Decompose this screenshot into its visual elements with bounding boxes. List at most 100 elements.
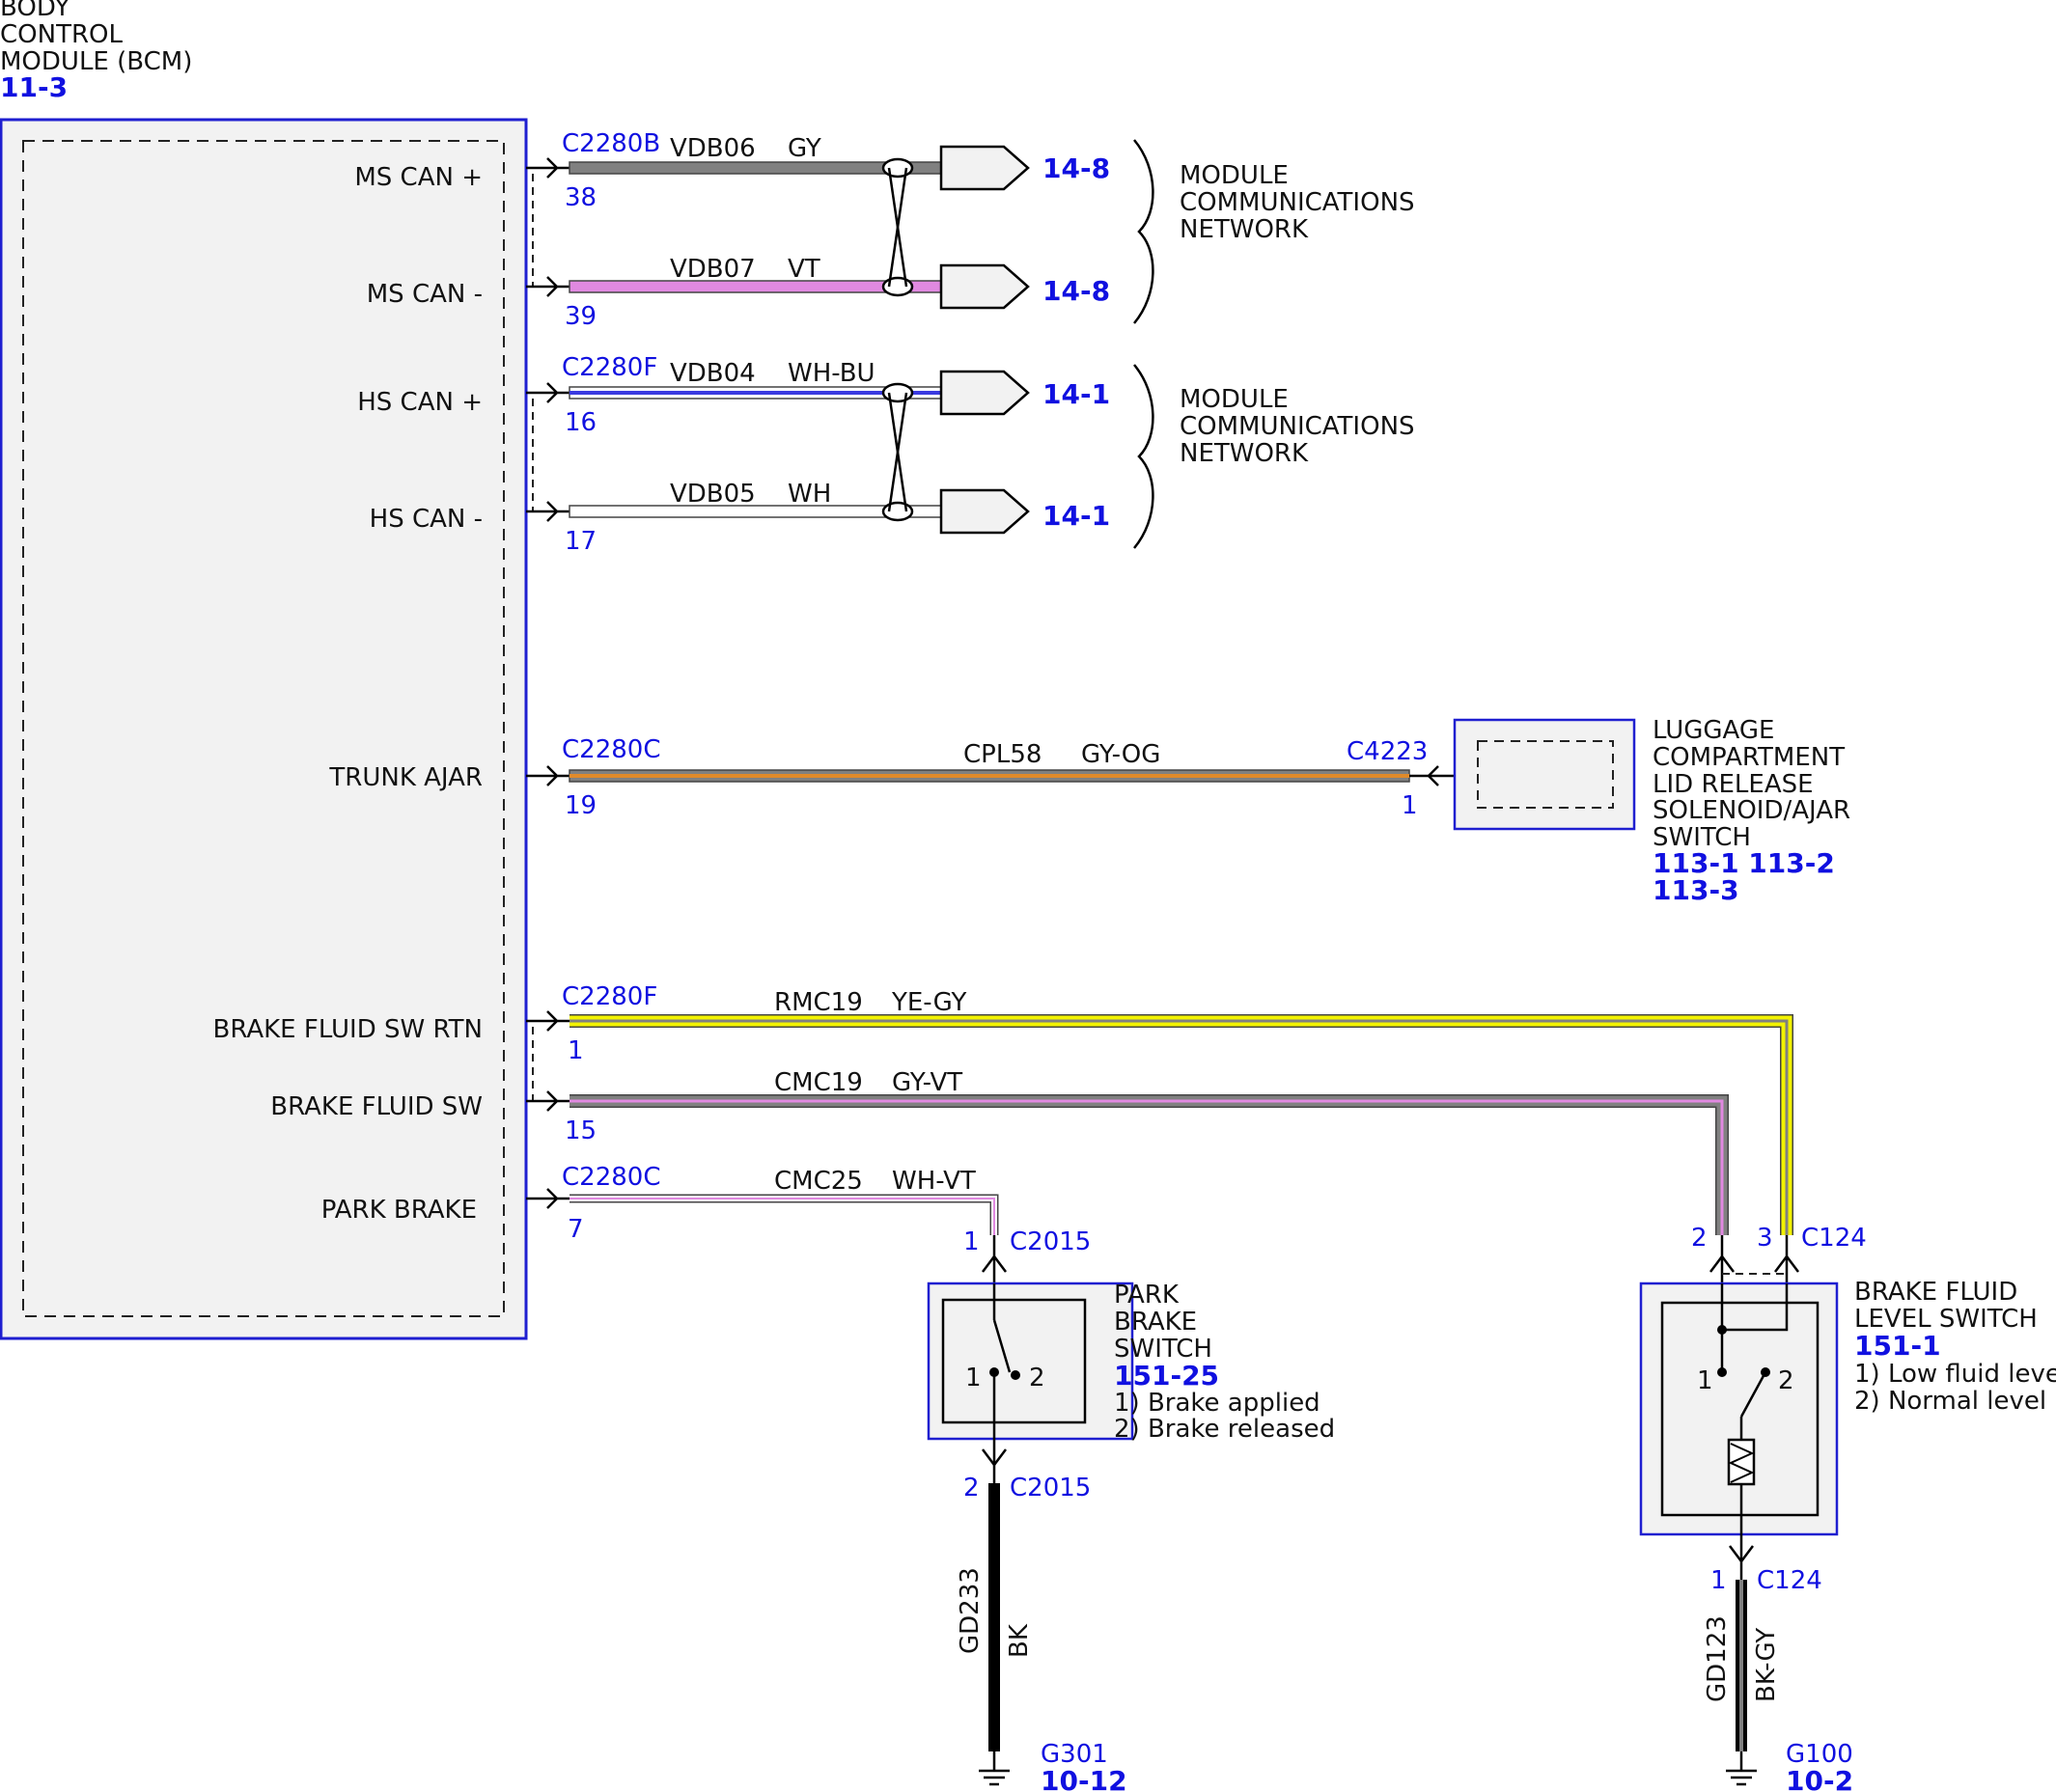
luggage-label-line-2: COMPARTMENT	[1653, 743, 1845, 772]
brake-switch-pos-2: 2	[1778, 1366, 1794, 1395]
network-brace-hs: MODULE COMMUNICATIONS NETWORK	[1133, 364, 1415, 549]
connector-c2280f-can: C2280F	[562, 353, 657, 382]
ref-14-8-bottom[interactable]: 14-8	[1042, 275, 1110, 307]
pin-number-39: 39	[565, 302, 597, 331]
wire-ms-can-plus: C2280B VDB06 GY 38	[562, 129, 942, 212]
wire-color-vt: VT	[788, 255, 820, 284]
connector-c2280b: C2280B	[562, 129, 660, 158]
pin-label-trunk-ajar: TRUNK AJAR	[328, 763, 483, 792]
pin-number-38: 38	[565, 183, 597, 212]
pin-stub-19	[526, 765, 570, 786]
circuit-rmc19: RMC19	[774, 988, 863, 1017]
circuit-cmc19: CMC19	[774, 1068, 863, 1097]
connector-c124-top: C124	[1801, 1224, 1867, 1253]
wire-ms-can-minus: VDB07 VT 39	[565, 255, 942, 331]
bcm-title-line-1: BODY	[0, 0, 69, 22]
network-label-hs-line-2: COMMUNICATIONS	[1180, 412, 1415, 441]
pin-label-ms-can-plus: MS CAN +	[354, 163, 483, 192]
pair-link-hs-can	[532, 392, 541, 512]
pin-number-16: 16	[565, 408, 597, 437]
pin-number-7: 7	[568, 1215, 584, 1244]
connector-c2280c-trunk: C2280C	[562, 735, 660, 764]
connector-c2280f-brake: C2280F	[562, 982, 657, 1011]
luggage-label-line-3: LID RELEASE	[1653, 770, 1814, 799]
offpage-connector-hs-can-minus[interactable]: 14-1	[939, 488, 1110, 535]
circuit-gd123: GD123	[1703, 1615, 1732, 1702]
network-label-hs-line-3: NETWORK	[1180, 439, 1309, 468]
wire-park-brake: C2280C CMC25 WH-VT 7	[562, 1163, 999, 1244]
brake-fluid-level-switch: 2 3 C124 1 2 BRAKE FLUID LEVEL SWITCH 15…	[1639, 1224, 2056, 1792]
luggage-refs-line-1[interactable]: 113-1 113-2	[1653, 847, 1835, 879]
network-label-ms-line-2: COMMUNICATIONS	[1180, 188, 1415, 217]
pin-stub-17	[526, 501, 570, 522]
ground-ref-10-2[interactable]: 10-2	[1786, 1765, 1853, 1792]
park-switch-label-line-2: BRAKE	[1114, 1308, 1197, 1337]
bcm-title-line-3: MODULE (BCM)	[0, 47, 192, 76]
twisted-pair-hs-can	[881, 382, 914, 522]
pin-number-c4223-1: 1	[1402, 791, 1418, 820]
circuit-cmc25: CMC25	[774, 1167, 863, 1196]
ground-ref-10-12[interactable]: 10-12	[1041, 1765, 1127, 1792]
park-switch-state-1: 1) Brake applied	[1114, 1389, 1320, 1418]
luggage-refs-line-2[interactable]: 113-3	[1653, 874, 1739, 906]
brake-switch-ref[interactable]: 151-1	[1854, 1330, 1941, 1362]
wire-color-wh: WH	[788, 480, 831, 509]
pin-stub-39	[526, 276, 570, 297]
connector-c124-bottom: C124	[1757, 1566, 1822, 1595]
brake-switch-state-2: 2) Normal level	[1854, 1387, 2046, 1416]
pin-stub-15	[526, 1090, 570, 1112]
park-switch-label-line-1: PARK	[1114, 1281, 1180, 1310]
wire-color-ye-gy: YE-GY	[891, 988, 966, 1017]
pin-number-17: 17	[565, 527, 597, 556]
circuit-cpl58: CPL58	[963, 740, 1042, 769]
wire-color-wh-bu: WH-BU	[788, 359, 875, 388]
park-switch-state-2: 2) Brake released	[1114, 1415, 1335, 1444]
connector-c2015-bottom: C2015	[1010, 1474, 1091, 1503]
connector-c4223: C4223	[1347, 737, 1428, 766]
bcm-title-line-2: CONTROL	[0, 20, 123, 49]
pin-label-brake-fluid-sw: BRAKE FLUID SW	[270, 1092, 483, 1121]
park-switch-ref[interactable]: 151-25	[1114, 1360, 1219, 1392]
wire-brake-fluid-sw: CMC19 GY-VT 15	[565, 1068, 1729, 1235]
ref-14-1-bottom[interactable]: 14-1	[1042, 500, 1110, 532]
pair-link-ms-can	[532, 167, 541, 288]
park-switch-pos-2: 2	[1029, 1364, 1045, 1392]
network-label-ms-line-1: MODULE	[1180, 161, 1289, 190]
bcm-ref[interactable]: 11-3	[0, 71, 68, 103]
pin-label-hs-can-plus: HS CAN +	[357, 388, 483, 417]
wire-color-wh-vt: WH-VT	[892, 1167, 976, 1196]
park-ground-pin-2: 2	[963, 1474, 980, 1503]
network-brace-ms: MODULE COMMUNICATIONS NETWORK	[1133, 139, 1415, 324]
ref-14-8-top[interactable]: 14-8	[1042, 152, 1110, 184]
park-switch-pos-1: 1	[965, 1364, 982, 1392]
wire-color-bk-gy: BK-GY	[1752, 1628, 1781, 1702]
offpage-connector-hs-can-plus[interactable]: 14-1	[939, 370, 1110, 416]
ref-14-1-top[interactable]: 14-1	[1042, 378, 1110, 410]
offpage-connector-ms-can-minus[interactable]: 14-8	[939, 263, 1110, 310]
circuit-vdb06: VDB06	[670, 134, 756, 163]
wire-color-gy-vt: GY-VT	[892, 1068, 962, 1097]
twisted-pair-ms-can	[881, 157, 914, 297]
bcm-outline	[0, 118, 528, 1340]
brake-switch-pos-1: 1	[1697, 1366, 1713, 1395]
wire-color-gy-og: GY-OG	[1081, 740, 1160, 769]
network-label-ms-line-3: NETWORK	[1180, 215, 1309, 244]
offpage-connector-ms-can-plus[interactable]: 14-8	[939, 145, 1110, 191]
connector-c2015-top: C2015	[1010, 1227, 1091, 1256]
pin-number-1: 1	[568, 1036, 584, 1065]
circuit-gd233: GD233	[956, 1567, 985, 1654]
brake-switch-label-line-2: LEVEL SWITCH	[1854, 1305, 2038, 1334]
circuit-vdb05: VDB05	[670, 480, 756, 509]
circuit-vdb04: VDB04	[670, 359, 756, 388]
pin-stub-16	[526, 382, 570, 403]
brake-switch-pin-3: 3	[1757, 1224, 1773, 1253]
pin-stub-1	[526, 1010, 570, 1032]
pin-number-19: 19	[565, 791, 597, 820]
brake-switch-pin-2: 2	[1691, 1224, 1708, 1253]
luggage-label-line-4: SOLENOID/AJAR	[1653, 796, 1850, 825]
brake-ground-pin-1: 1	[1710, 1566, 1727, 1595]
wire-brake-fluid-sw-rtn: C2280F RMC19 YE-GY 1	[562, 982, 1793, 1235]
bcm-module: BODY CONTROL MODULE (BCM) 11-3 MS CAN + …	[0, 0, 541, 1340]
wire-color-gy: GY	[788, 134, 821, 163]
